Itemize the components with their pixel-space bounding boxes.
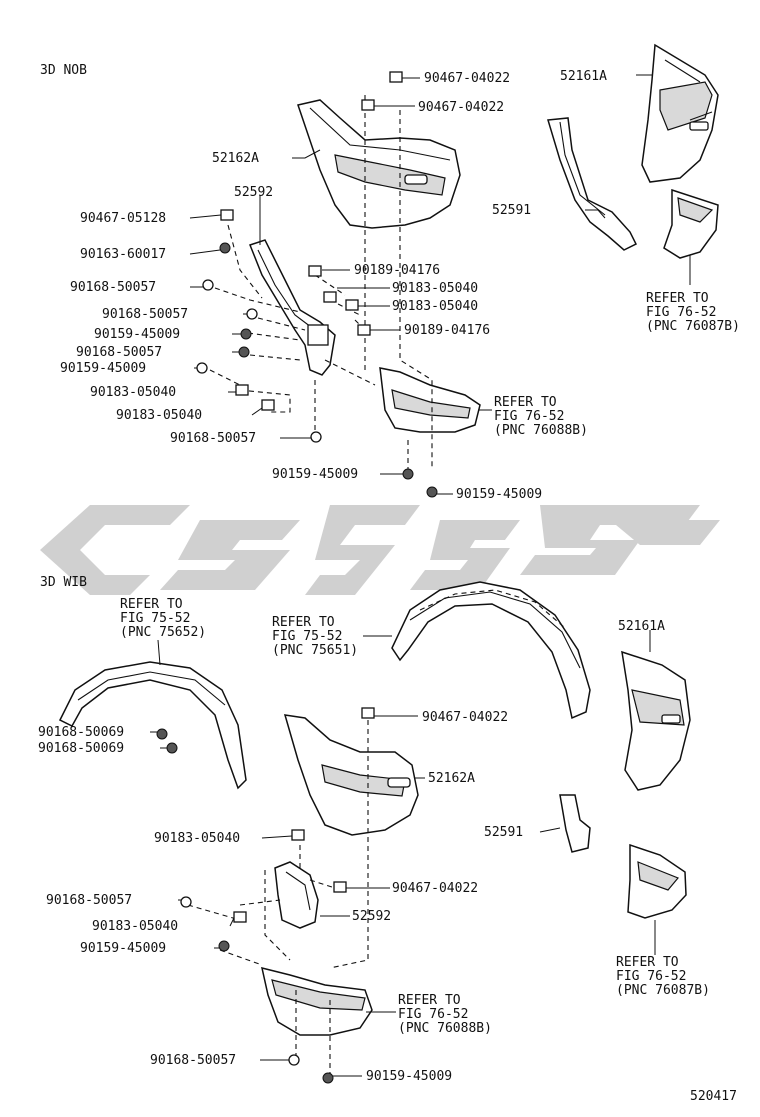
ref-76088b-wib-line1: REFER TO — [398, 993, 461, 1008]
ref-76088b-wib-line3: (PNC 76088B) — [398, 1021, 492, 1036]
label-90467-05128: 90467-05128 — [80, 211, 166, 226]
guide-lines-wib — [187, 720, 369, 1075]
ref-75652-line3: (PNC 75652) — [120, 625, 206, 640]
label-90467-04022: 90467-04022 — [424, 71, 510, 86]
ref-75651-line1: REFER TO — [272, 615, 335, 630]
fasteners-wib — [156, 707, 375, 1084]
ref-76087b-wib-line1: REFER TO — [616, 955, 679, 970]
label-90189-04176: 90189-04176 — [354, 263, 440, 278]
label-52591: 52591 — [492, 203, 531, 218]
label-90183-05040: 90183-05040 — [92, 919, 178, 934]
watermark-logo — [40, 505, 720, 595]
lower-bumper-76088b-nob — [379, 367, 481, 433]
label-90168-50069: 90168-50069 — [38, 725, 124, 740]
bumper-extension-52162a-wib — [283, 714, 419, 836]
leaders-nob — [189, 74, 691, 495]
bracket-52592-wib — [274, 861, 319, 929]
label-90168-50057: 90168-50057 — [70, 280, 156, 295]
label-52161a: 52161A — [618, 619, 665, 634]
fasteners-nob — [196, 71, 438, 498]
ref-76087b-wib-line2: FIG 76-52 — [616, 969, 686, 984]
label-90163-60017: 90163-60017 — [80, 247, 166, 262]
label-90159-45009: 90159-45009 — [94, 327, 180, 342]
bracket-52591-nob — [547, 117, 638, 251]
figure-number: 520417 — [690, 1089, 737, 1104]
ref-76087b-line1: REFER TO — [646, 291, 709, 306]
ref-76087b-line3: (PNC 76087B) — [646, 319, 740, 334]
leaders-wib — [150, 630, 656, 1077]
ref-76087b-line2: FIG 76-52 — [646, 305, 716, 320]
ref-76087b-wib-line3: (PNC 76087B) — [616, 983, 710, 998]
bumper-corner-52161a-wib — [621, 650, 691, 791]
ref-75651-line2: FIG 75-52 — [272, 629, 342, 644]
fender-flare-75652 — [58, 661, 247, 790]
ref-76088b-line2: FIG 76-52 — [494, 409, 564, 424]
labels-wib: REFER TO FIG 75-52 (PNC 75652) REFER TO … — [38, 597, 710, 1084]
fender-flare-75651 — [391, 581, 591, 720]
bumper-corner-52161a-nob — [641, 43, 719, 183]
label-90467-04022: 90467-04022 — [392, 881, 478, 896]
label-52162a: 52162A — [212, 151, 259, 166]
lower-bumper-76088b-wib — [261, 966, 373, 1036]
label-90159-45009: 90159-45009 — [272, 467, 358, 482]
label-90159-45009: 90159-45009 — [366, 1069, 452, 1084]
labels-nob: 90467-04022 90467-04022 52161A 52162A 52… — [60, 69, 740, 502]
section-title-nob: 3D NOB — [40, 63, 87, 78]
label-90168-50057: 90168-50057 — [76, 345, 162, 360]
ref-76088b-wib-line2: FIG 76-52 — [398, 1007, 468, 1022]
lower-piece-76087b-wib — [627, 843, 687, 919]
label-90183-05040: 90183-05040 — [392, 281, 478, 296]
bracket-52591-wib — [559, 794, 591, 853]
label-90168-50057: 90168-50057 — [170, 431, 256, 446]
ref-75651-line3: (PNC 75651) — [272, 643, 358, 658]
bracket-52592-nob — [249, 239, 336, 376]
lower-piece-76087b-nob — [663, 188, 719, 259]
label-90168-50057: 90168-50057 — [150, 1053, 236, 1068]
label-90183-05040: 90183-05040 — [154, 831, 240, 846]
ref-75652-line1: REFER TO — [120, 597, 183, 612]
ref-76088b-line1: REFER TO — [494, 395, 557, 410]
label-90168-50069: 90168-50069 — [38, 741, 124, 756]
label-52592: 52592 — [352, 909, 391, 924]
label-90159-45009: 90159-45009 — [456, 487, 542, 502]
label-90467-04022: 90467-04022 — [422, 710, 508, 725]
label-52591: 52591 — [484, 825, 523, 840]
label-90183-05040: 90183-05040 — [116, 408, 202, 423]
bumper-extension-52162a-nob — [297, 99, 461, 229]
guide-lines-nob — [209, 95, 433, 470]
label-90168-50057: 90168-50057 — [46, 893, 132, 908]
label-52162a: 52162A — [428, 771, 475, 786]
label-90189-04176: 90189-04176 — [404, 323, 490, 338]
label-52592: 52592 — [234, 185, 273, 200]
label-52161a: 52161A — [560, 69, 607, 84]
label-90159-45009: 90159-45009 — [60, 361, 146, 376]
label-90467-04022: 90467-04022 — [418, 100, 504, 115]
label-90159-45009: 90159-45009 — [80, 941, 166, 956]
ref-75652-line2: FIG 75-52 — [120, 611, 190, 626]
section-title-wib: 3D WIB — [40, 575, 87, 590]
label-90183-05040: 90183-05040 — [90, 385, 176, 400]
label-90183-05040: 90183-05040 — [392, 299, 478, 314]
ref-76088b-line3: (PNC 76088B) — [494, 423, 588, 438]
label-90168-50057: 90168-50057 — [102, 307, 188, 322]
